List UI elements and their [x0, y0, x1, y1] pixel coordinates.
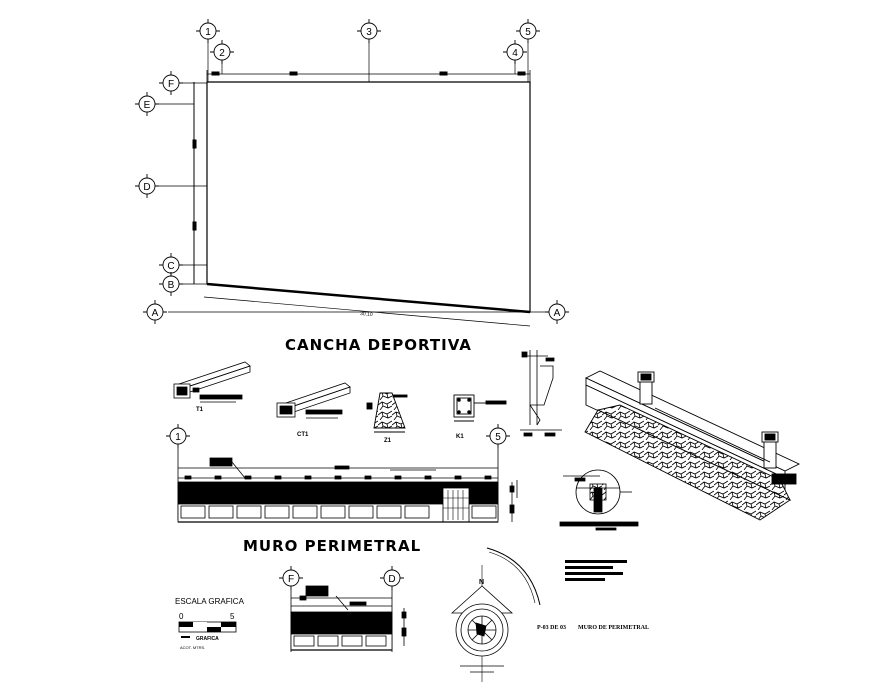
grid-bubble-2 — [210, 40, 234, 64]
grid-label-1: 1 — [205, 27, 211, 38]
sheet-number: P-03 DE 03 — [537, 625, 566, 631]
title-muro-perimetral: MURO PERIMETRAL — [243, 537, 421, 555]
grid-bubble-D — [135, 174, 159, 198]
wall-section-detail — [520, 350, 562, 437]
detail-label-z1: Z1 — [384, 438, 392, 444]
notes-block — [565, 560, 627, 581]
grid-label-3: 3 — [366, 27, 372, 38]
sports-court-plan — [158, 42, 545, 327]
connection-detail-circle — [559, 469, 639, 531]
grid-bubble-5 — [516, 19, 540, 43]
grid-bubble-A-left — [143, 300, 167, 324]
grid-bubble-E — [135, 92, 159, 116]
scale-max: 5 — [230, 612, 235, 621]
grid-label-detail-F: F — [288, 574, 294, 585]
grid-label-A-left: A — [152, 308, 159, 319]
grid-label-5: 5 — [525, 27, 531, 38]
grid-label-B: B — [168, 280, 175, 291]
grid-label-C: C — [167, 261, 174, 272]
grid-label-detail-D: D — [388, 574, 395, 585]
perimeter-wall-elevation — [177, 448, 518, 523]
grid-bubble-detail-D — [380, 566, 404, 590]
grid-bubble-F — [159, 71, 183, 95]
graphic-scale: ESCALA GRAFICA 0 5 GRAFICA ACOT. MTRS. — [175, 597, 245, 650]
grid-label-elev-5: 5 — [495, 432, 501, 443]
detail-label-t1: T1 — [196, 407, 204, 413]
scale-note: ACOT. MTRS. — [180, 645, 205, 650]
grid-label-A-right: A — [554, 308, 561, 319]
scale-title: ESCALA GRAFICA — [175, 597, 245, 606]
detail-k1 — [453, 394, 507, 422]
grid-bubble-3 — [357, 19, 381, 43]
grid-label-D: D — [143, 182, 150, 193]
detail-z1 — [366, 392, 408, 433]
detail-label-k1: K1 — [456, 434, 464, 440]
grid-bubble-elev-1 — [166, 424, 190, 448]
grid-bubbles-detail — [279, 566, 404, 590]
wall-isometric-view — [584, 370, 801, 521]
grid-label-4: 4 — [512, 48, 518, 59]
grid-bubble-C — [159, 253, 183, 277]
grid-bubble-B — [159, 272, 183, 296]
grid-bubble-detail-F — [279, 566, 303, 590]
grid-label-elev-1: 1 — [175, 432, 181, 443]
scale-sub: GRAFICA — [196, 636, 219, 642]
scale-min: 0 — [179, 612, 184, 621]
grid-bubble-1 — [196, 19, 220, 43]
north-arrow — [450, 547, 541, 682]
grid-bubbles-plan — [135, 19, 569, 324]
court-outline — [206, 81, 531, 313]
grid-bubble-4 — [503, 40, 527, 64]
detail-t1 — [173, 361, 251, 403]
detail-label-ct1: CT1 — [297, 432, 309, 438]
grid-bubbles-elevation — [166, 424, 510, 448]
plan-dimension: 30.10 — [360, 311, 373, 318]
sheet-title: MURO DE PERIMETRAL — [578, 625, 649, 631]
grid-bubble-elev-5 — [486, 424, 510, 448]
north-label: N — [479, 579, 484, 586]
grid-label-F: F — [168, 79, 174, 90]
wall-detail-elevation — [290, 585, 407, 652]
grid-label-E: E — [144, 100, 151, 111]
grid-bubble-A-right — [545, 300, 569, 324]
grid-label-2: 2 — [219, 48, 225, 59]
title-cancha-deportiva: CANCHA DEPORTIVA — [285, 336, 472, 354]
detail-ct1 — [276, 382, 351, 419]
